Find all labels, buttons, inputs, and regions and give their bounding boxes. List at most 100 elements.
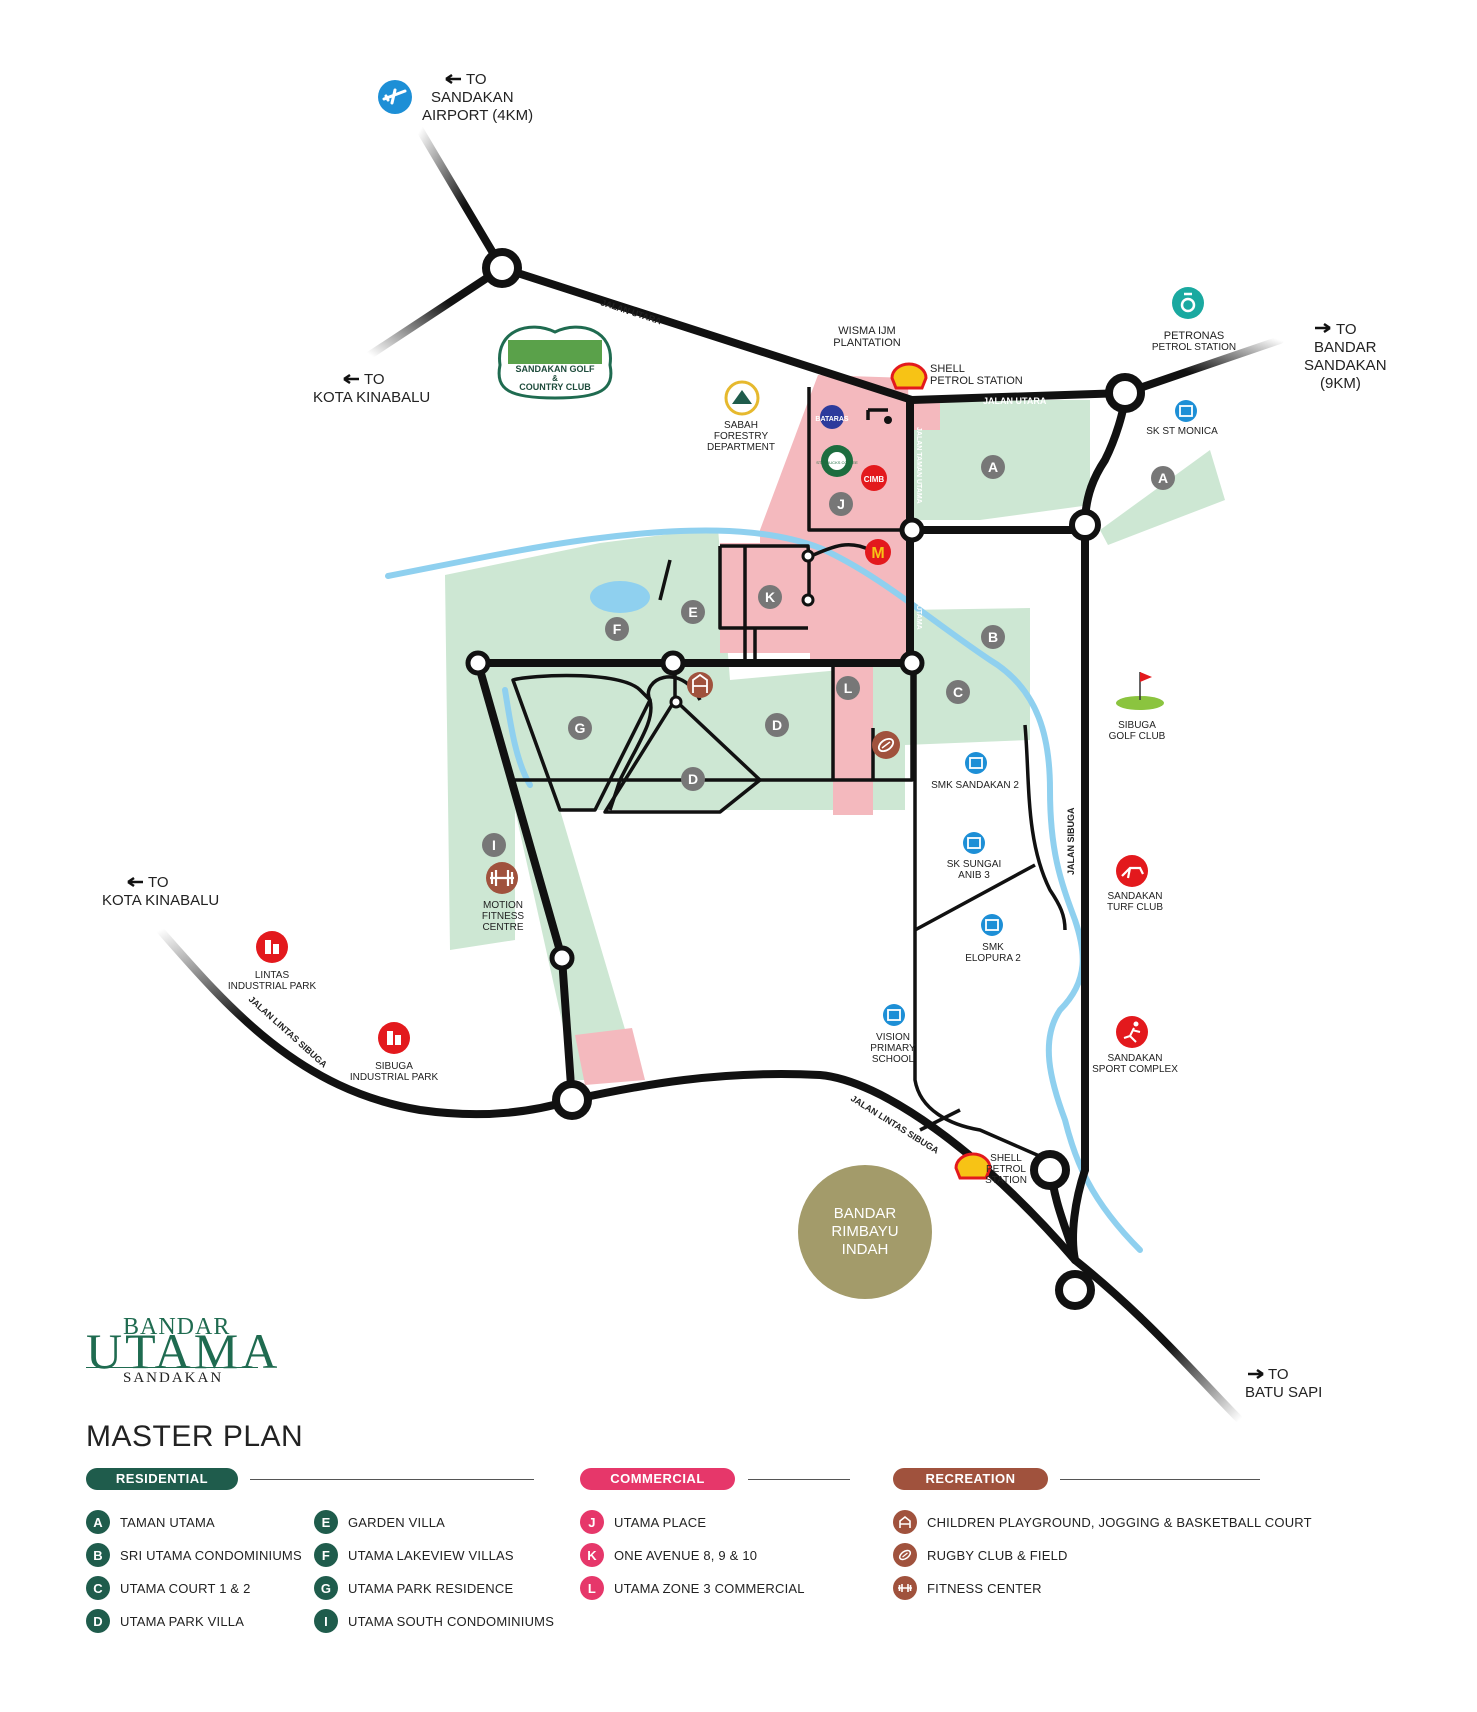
label-motion-2: FITNESS [482,911,525,922]
lintas-industrial-icon [256,931,288,963]
zone-badge-g: G [568,716,592,740]
sibuga-industrial-icon [378,1022,410,1054]
place-labels: SABAH FORESTRY DEPARTMENT WISMA IJM PLAN… [228,325,1236,1186]
label-sport-complex-2: SPORT COMPLEX [1092,1064,1178,1075]
label-turf-club: SANDAKAN [1107,891,1162,902]
svg-text:RIMBAYU: RIMBAYU [831,1223,898,1240]
legend-item-playground: CHILDREN PLAYGROUND, JOGGING & BASKETBAL… [893,1509,1312,1535]
legend-item-fitness: FITNESS CENTER [893,1575,1042,1601]
label-petronas: PETRONAS [1164,330,1225,342]
road-label-jalan-taman-utama-1: JALAN TAMAN UTAMA [915,427,922,504]
legend-badge-j: J [580,1510,604,1534]
legend-badge-f: F [314,1543,338,1567]
legend-label-j: UTAMA PLACE [614,1514,707,1530]
legend-item-c: C UTAMA COURT 1 & 2 [86,1575,251,1601]
sibuga-golf-icon [1116,672,1164,710]
legend-badge-c: C [86,1576,110,1600]
label-wisma: WISMA IJM [838,325,895,337]
road-label-jalan-sibuga: JALAN SIBUGA [1066,807,1076,875]
label-vision-2: PRIMARY [870,1043,916,1054]
zone-badge-e: E [681,600,705,624]
zone-badge-d1: D [765,713,789,737]
svg-text:AIRPORT (4KM): AIRPORT (4KM) [422,107,533,124]
svg-text:TO: TO [1268,1366,1289,1383]
legend-item-e: E GARDEN VILLA [314,1509,445,1535]
svg-text:I: I [492,837,496,853]
label-sport-complex: SANDAKAN [1107,1053,1162,1064]
cimb-badge: CIMB [861,465,887,491]
zone-badge-a1: A [981,455,1005,479]
label-shell-bottom-3: STATION [985,1175,1027,1186]
zone-badge-b: B [981,625,1005,649]
label-sibuga-ind-2: INDUSTRIAL PARK [350,1072,439,1083]
svg-text:BANDAR: BANDAR [834,1205,897,1222]
label-sibuga-ind: SIBUGA [375,1061,413,1072]
svg-text:BANDAR: BANDAR [1314,339,1377,356]
legend-label-l: UTAMA ZONE 3 COMMERCIAL [614,1580,805,1596]
school-icon-smk-sandakan2 [965,752,987,774]
label-vision: VISION [876,1032,910,1043]
svg-text:F: F [613,621,622,637]
svg-text:STARBUCKS COFFEE: STARBUCKS COFFEE [816,460,858,465]
direction-batu-sapi: TO BATU SAPI [1245,1366,1322,1401]
legend-rule-recreation [1060,1479,1260,1480]
legend-badge-g: G [314,1576,338,1600]
label-turf-club-2: TURF CLUB [1107,902,1163,913]
bandar-rimbayu-indah: BANDAR RIMBAYU INDAH [798,1165,932,1299]
svg-text:(9KM): (9KM) [1320,375,1361,392]
school-icon-st-monica [1175,400,1197,422]
zone-badge-f: F [605,617,629,641]
petronas-icon [1172,287,1204,319]
zone-badge-l: L [836,676,860,700]
legend-badge-d: D [86,1609,110,1633]
svg-text:BATU SAPI: BATU SAPI [1245,1384,1322,1401]
label-forestry: SABAH [724,420,758,431]
svg-text:SANDAKAN GOLF: SANDAKAN GOLF [516,364,595,374]
legend-label-i: UTAMA SOUTH CONDOMINIUMS [348,1613,555,1629]
legend-badge-a: A [86,1510,110,1534]
svg-text:TO: TO [466,71,487,88]
playground-icon [893,1510,917,1534]
legend-item-l: L UTAMA ZONE 3 COMMERCIAL [580,1575,805,1601]
forestry-icon [724,380,760,416]
svg-text:BATARAS: BATARAS [815,416,849,423]
legend-label-c: UTAMA COURT 1 & 2 [120,1580,251,1596]
label-lintas: LINTAS [255,970,290,981]
svg-text:M: M [871,545,884,562]
label-shell-top: SHELL [930,363,965,375]
legend-label-e: GARDEN VILLA [348,1514,446,1530]
direction-kk-top: TO KOTA KINABALU [313,371,430,406]
road-label-jalan-utara-1: JALAN UTARA [599,297,663,326]
dumbbell-map-icon [486,862,518,894]
logo-rule [86,1367,258,1368]
legend-heading-recreation: RECREATION [893,1468,1048,1490]
label-motion: MOTION [483,900,523,911]
label-shell-bottom-2: PETROL [986,1164,1026,1175]
label-vision-3: SCHOOL [872,1054,915,1065]
svg-text:TO: TO [364,371,385,388]
label-petronas-2: PETROL STATION [1152,342,1236,353]
legend-label-d: UTAMA PARK VILLA [120,1613,245,1629]
svg-text:D: D [688,771,698,787]
label-motion-3: CENTRE [482,922,523,933]
svg-text:&: & [552,374,558,383]
legend-label-a: TAMAN UTAMA [120,1514,215,1530]
golf-club-logo: SANDAKAN GOLF & COUNTRY CLUB [497,325,613,400]
zone-badges: A A B C D D E F G I J K L [482,455,1175,857]
zone-badge-d2: D [681,767,705,791]
legend-badge-l: L [580,1576,604,1600]
legend-label-fitness: FITNESS CENTER [927,1580,1042,1596]
svg-text:L: L [844,680,853,696]
svg-text:D: D [772,717,782,733]
page-title: MASTER PLAN [86,1420,304,1453]
legend-badge-e: E [314,1510,338,1534]
svg-text:CIMB: CIMB [864,475,885,484]
svg-text:SANDAKAN: SANDAKAN [431,89,514,106]
zone-badge-i: I [482,833,506,857]
legend-heading-residential: RESIDENTIAL [86,1468,238,1490]
label-shell-top-2: PETROL STATION [930,375,1023,387]
